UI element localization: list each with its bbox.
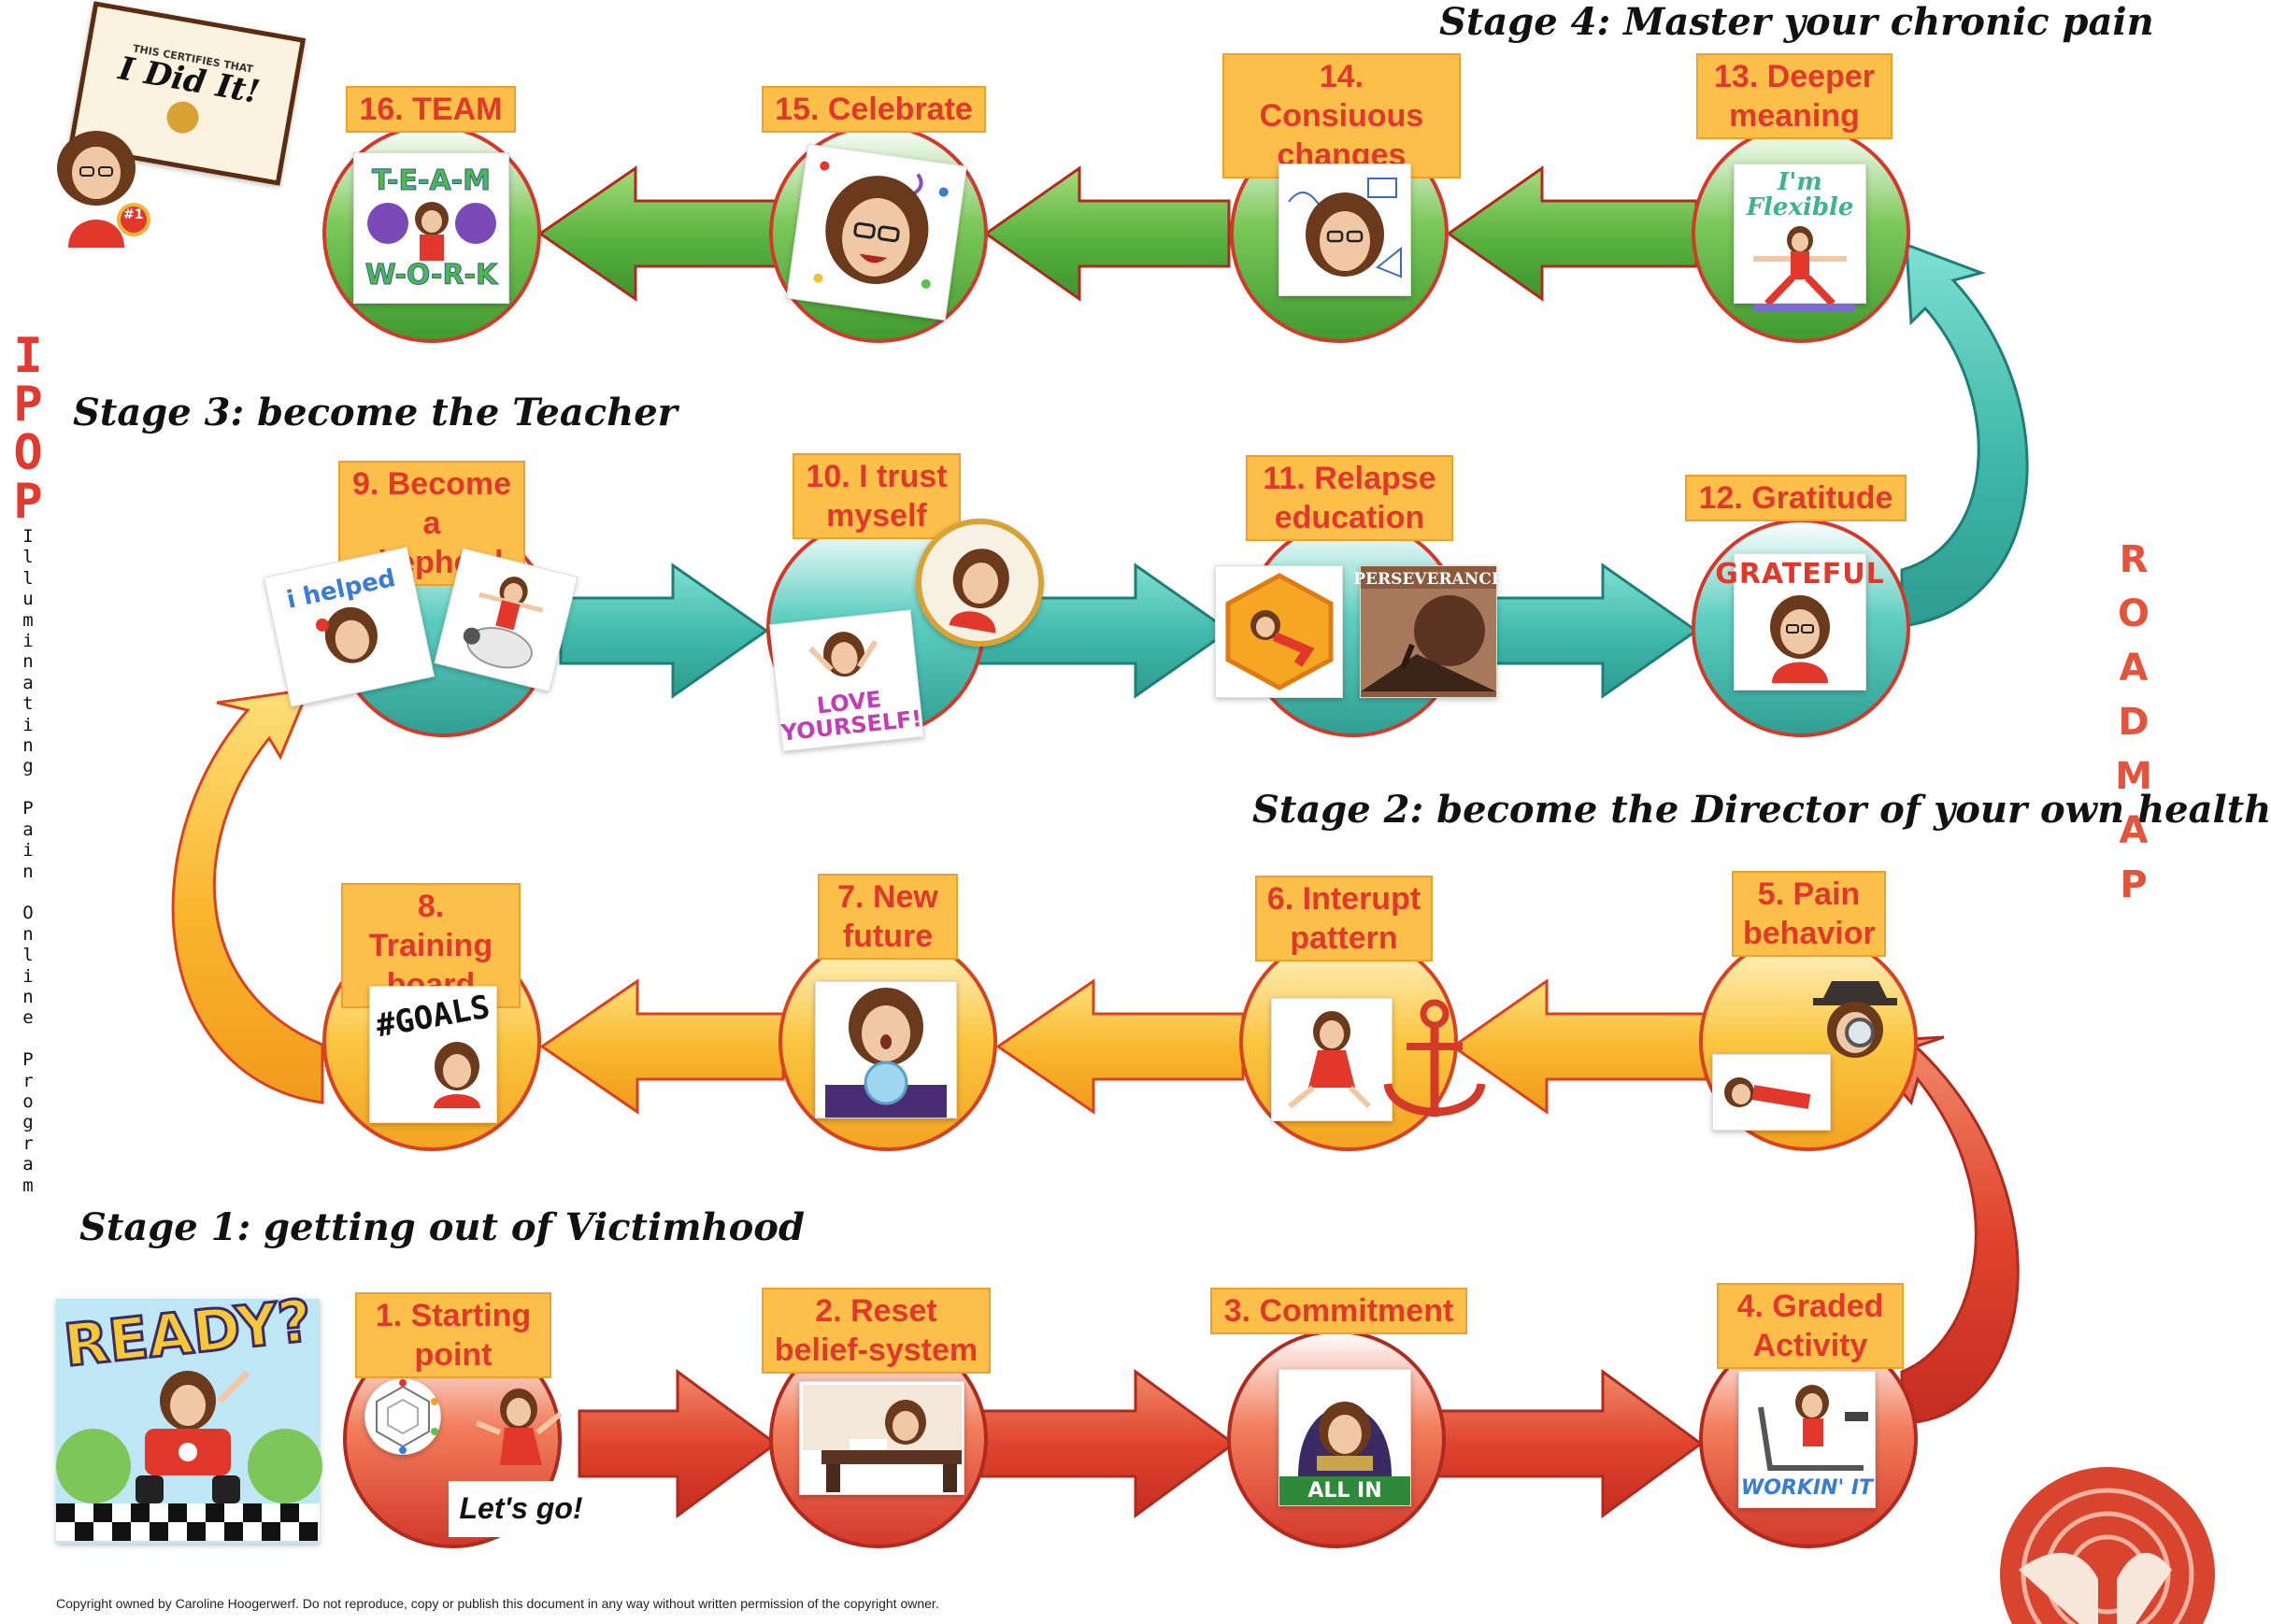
mirror-avatar-icon [949,548,1009,634]
confetti-avatar-icon [813,161,949,289]
arrow-9-to-10 [559,563,769,699]
arrow-6-to-7 [995,978,1245,1115]
copyright-notice: Copyright owned by Caroline Hoogerwerf. … [56,1596,939,1611]
goals-image: #GOALS [369,986,497,1123]
all-in-text: ALL IN [1279,1475,1410,1505]
goals-avatar-icon [433,1042,480,1109]
love-avatar-icon [807,631,878,677]
arrow-15-to-16 [537,165,778,302]
step-label-1: 1. Starting point [355,1292,551,1378]
desk-avatar-icon [802,1384,962,1492]
step-label-16: 16. TEAM [346,86,516,133]
love-yourself-image: LOVE YOURSELF! [769,609,924,752]
step-label-14: 14. Consiuous changes [1222,53,1461,178]
step-label-15: 15. Celebrate [762,86,986,133]
grateful-avatar-icon [1770,594,1830,683]
teamwork-top-text: T-E-A-M [372,164,492,197]
step-label-11: 11. Relapse education [1246,455,1453,541]
ready-image: READY? [56,1285,322,1544]
ribbon-number: #1 [123,207,144,222]
workin-it-text: WORKIN' IT [1740,1476,1874,1501]
i-helped-image: i helped [263,547,436,707]
radar-chart-image [364,1378,441,1455]
perseverance-image: PERSEVERANCE [1353,565,1504,698]
anchor-icon [1383,999,1486,1117]
crystal-ball-image [815,981,957,1118]
crystal-ball-avatar-icon [825,988,947,1118]
avatar-ribbon [45,126,157,248]
lets-go-box: Let's go! [449,1481,593,1537]
helped-avatar-icon [315,606,378,663]
lying-avatar-icon [1723,1077,1810,1109]
all-in-image: ALL IN [1278,1369,1411,1506]
stage-1-title: Stage 1: getting out of Victimhood [79,1205,805,1249]
arrow-3-to-4 [1405,1369,1704,1518]
sheep-avatar-icon [463,576,543,668]
kart-avatar-icon [56,1370,322,1542]
grateful-text: GRATEFUL [1715,558,1885,591]
teamwork-image: T-E-A-M W-O-R-K [353,152,509,304]
writing-desk-image [799,1381,964,1495]
arrow-1-to-2 [578,1369,778,1518]
flexible-text: I'm Flexible [1746,168,1854,222]
arrow-11-to-12 [1489,563,1699,699]
treadmill-avatar-icon [1757,1385,1868,1472]
lets-go-text: Let's go! [459,1491,583,1526]
arrow-5-to-6 [1450,978,1707,1115]
boulder-icon [1361,588,1496,691]
treadmill-image: WORKIN' IT [1738,1371,1876,1508]
step-label-10: 10. I trust myself [793,453,961,539]
arrow-14-to-15 [983,165,1231,302]
math-avatar-icon [1288,178,1402,278]
step-label-12: 12. Gratitude [1685,475,1907,521]
arrow-13-to-14 [1446,165,1698,302]
yoga-avatar-icon [1753,225,1856,311]
interrupt-avatar-image [1271,998,1393,1121]
step-label-4: 4. Graded Activity [1717,1283,1904,1369]
step-label-13: 13. Deeper meaning [1696,53,1892,139]
curve-arrow-12-to-13 [1900,242,2029,628]
teamwork-bottom-text: W-O-R-K [364,259,498,292]
logo-icon [2000,1467,2215,1624]
step-label-5: 5. Pain behavior [1732,871,1886,957]
detective-image [1808,972,1902,1075]
avatar-icon [57,131,150,248]
step-label-2: 2. Reset belief-system [762,1288,991,1374]
stage-2-title: Stage 2: become the Director of your own… [1252,788,2271,832]
stage-3-title: Stage 3: become the Teacher [73,391,678,434]
hexagon-avatar-icon [1225,573,1333,691]
step-label-3: 3. Commitment [1210,1288,1467,1334]
stage-4-title: Stage 4: Master your chronic pain [1439,0,2154,44]
curve-arrow-4-to-5 [1856,1035,2020,1425]
cheerleader-icon [366,202,496,261]
lying-avatar-image [1712,1054,1831,1131]
step-label-6: 6. Interupt pattern [1255,876,1433,962]
curve-arrow-8-to-9 [171,688,324,1104]
radar-icon [376,1379,438,1454]
perseverance-text: PERSEVERANCE [1353,570,1504,589]
conscious-changes-image [1278,164,1411,296]
poker-avatar-icon [1298,1401,1392,1476]
seal-icon [164,98,202,135]
mirror-image [906,508,1054,657]
sitting-avatar-icon [1288,1011,1372,1109]
arrow-7-to-8 [539,978,785,1115]
celebrate-image [786,143,967,321]
detective-avatar-icon [1813,981,1897,1058]
relapse-hexagon-image [1215,565,1343,698]
flexible-image: I'm Flexible [1734,164,1866,311]
grateful-image: GRATEFUL [1715,553,1884,691]
running-avatar-icon [475,1389,563,1465]
shepherd-sheep-image [434,548,578,692]
arrow-2-to-3 [979,1369,1236,1518]
step-label-7: 7. New future [818,874,958,960]
